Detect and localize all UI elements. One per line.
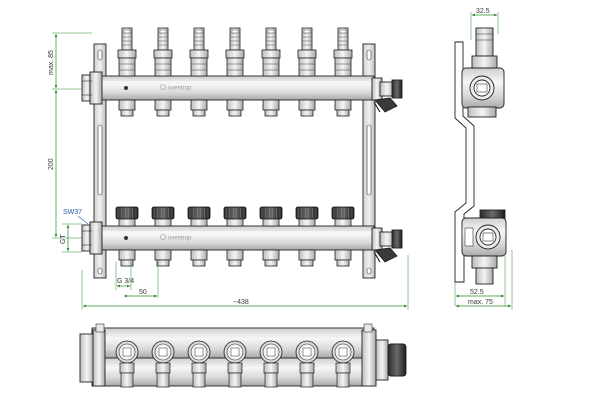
bottom-outlet	[334, 249, 352, 267]
dimension-g34-label: G 3/4	[117, 278, 134, 285]
bottom-header-bar: oventrop	[97, 225, 375, 251]
top-right-vent-fitting	[371, 77, 403, 113]
bottom-outlet	[226, 249, 244, 267]
bottom-right-vent-fitting	[371, 227, 403, 263]
front-view: oventrop oventrop	[48, 27, 409, 310]
plan-right-end	[375, 339, 389, 381]
plan-outlet-valve	[331, 340, 355, 388]
dimension-32-5: 32.5	[470, 8, 499, 40]
plan-outlet-valve	[223, 340, 247, 388]
top-outlets	[117, 27, 353, 117]
side-top-body	[461, 27, 505, 118]
dimension-32-5-label: 32.5	[476, 8, 490, 15]
top-header-bar: oventrop	[97, 75, 375, 101]
bottom-outlet	[262, 249, 280, 267]
bottom-outlet	[118, 249, 136, 267]
valve-cap	[331, 206, 355, 227]
plan-left-end	[79, 333, 95, 383]
dimension-200-label: 200	[48, 158, 55, 170]
dimension-438: ~438	[81, 255, 409, 310]
plan-outlet-valve	[115, 340, 139, 388]
brand-label-bottom: oventrop	[168, 236, 192, 242]
valve-cap	[151, 206, 175, 227]
plan-right-collar	[361, 329, 377, 387]
side-bracket-profile	[454, 41, 475, 283]
plan-right-knob	[387, 343, 407, 377]
dimension-438-label: ~438	[233, 299, 249, 306]
valve-cap	[295, 206, 319, 227]
dimension-52-5-label: 52.5	[470, 289, 484, 296]
plan-outlets	[115, 340, 355, 388]
bottom-valve-caps	[115, 206, 355, 227]
side-bottom-body	[461, 209, 507, 285]
side-view: 32.5 52.5 max. 75	[454, 8, 513, 310]
dimension-52-5: 52.5	[454, 256, 506, 306]
dimension-max85: max. 85	[48, 32, 92, 90]
brand-label-top: oventrop	[168, 86, 192, 92]
valve-cap	[259, 206, 283, 227]
plan-outlet-valve	[187, 340, 211, 388]
bottom-outlet	[190, 249, 208, 267]
dimension-gt: GT	[60, 223, 82, 253]
flow-meter-outlet	[117, 27, 137, 117]
flow-meter-outlet	[225, 27, 245, 117]
flow-meter-outlet	[261, 27, 281, 117]
dimension-sw37: SW37	[63, 209, 89, 225]
dimension-50-label: 50	[139, 289, 147, 296]
valve-cap	[223, 206, 247, 227]
bottom-outlet	[298, 249, 316, 267]
dimension-gt-label: GT	[60, 234, 67, 244]
plan-outlet-valve	[259, 340, 283, 388]
top-left-end-fitting	[81, 71, 103, 105]
dimension-max75-label: max. 75	[468, 299, 493, 306]
dimension-50: 50	[123, 262, 159, 298]
valve-cap	[115, 206, 139, 227]
flow-meter-outlet	[333, 27, 353, 117]
plan-outlet-valve	[295, 340, 319, 388]
bottom-outlets	[118, 249, 352, 267]
right-wall-bracket	[362, 43, 376, 279]
flow-meter-outlet	[153, 27, 173, 117]
dimension-max85-label: max. 85	[48, 50, 55, 75]
dimension-max75: max. 75	[455, 250, 513, 310]
plan-outlet-valve	[151, 340, 175, 388]
bottom-view	[79, 323, 407, 388]
plan-left-collar	[92, 329, 106, 387]
bottom-left-end-fitting	[81, 221, 103, 255]
dimension-g34: G 3/4	[115, 262, 134, 290]
flow-meter-outlet	[189, 27, 209, 117]
dimension-sw37-label: SW37	[63, 209, 82, 216]
valve-cap	[187, 206, 211, 227]
bottom-outlet	[154, 249, 172, 267]
flow-meter-outlet	[297, 27, 317, 117]
